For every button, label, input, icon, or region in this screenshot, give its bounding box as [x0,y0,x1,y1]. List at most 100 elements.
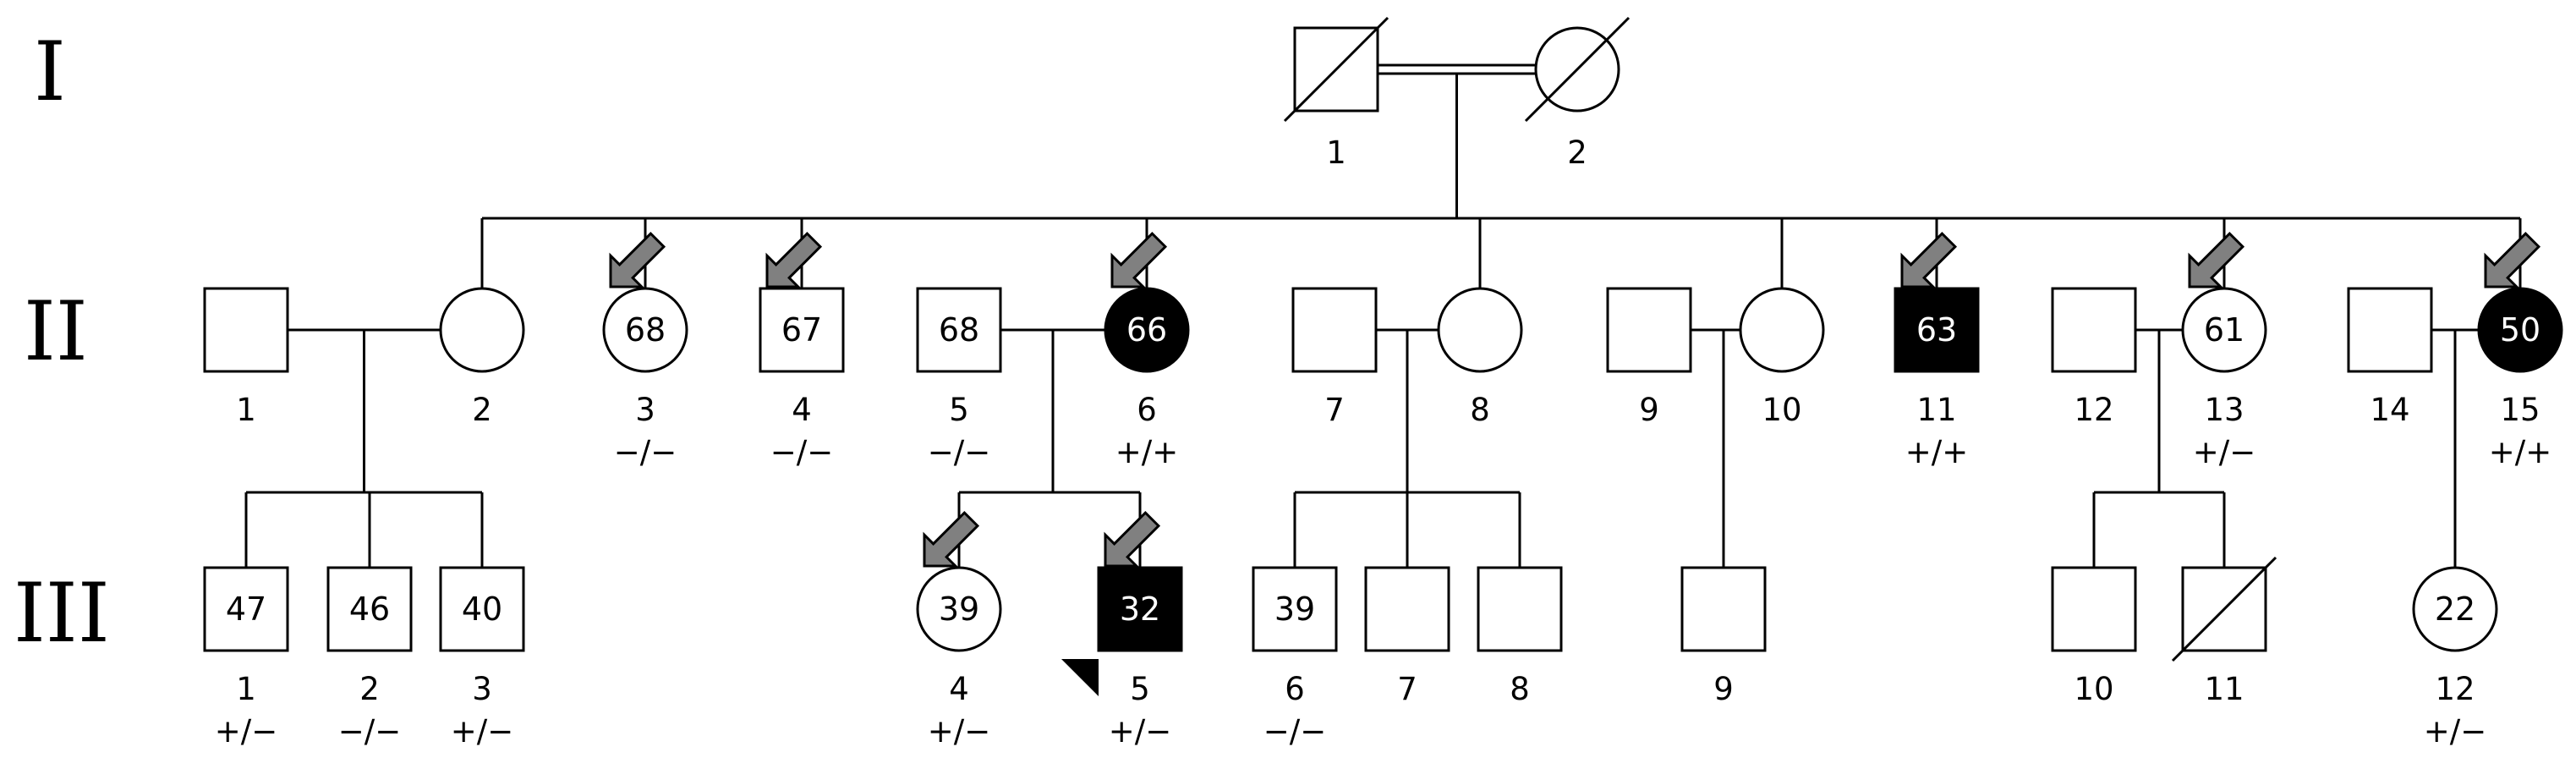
age-label: 61 [2204,311,2244,349]
genotype-label: −/− [928,434,990,470]
age-label: 63 [1916,311,1957,349]
age-label: 46 [349,590,390,628]
age-label: 32 [1120,590,1160,628]
genotype-label: −/− [338,713,401,750]
individual-iii-5: 32 5 +/− [1061,566,1183,750]
age-label: 22 [2435,590,2475,628]
pedigree-lines [244,63,2522,568]
genotype-label: +/− [1109,713,1171,750]
male-symbol [1477,566,1563,652]
individual-number: 8 [1470,392,1490,428]
individual-ii-1: 1 [203,287,289,428]
male-symbol [203,566,289,652]
individual-ii-10: 10 [1739,287,1825,428]
proband-arrow-icon [1110,231,1168,288]
male-symbol [1894,287,1980,373]
individual-number: 1 [236,392,256,428]
individual-iii-6: 396−/− [1252,566,1338,750]
proband-arrow-icon [923,510,980,568]
individual-number: 12 [2435,671,2475,707]
generation-labels: I II III [14,25,110,661]
female-symbol [2477,287,2563,373]
individual-iii-10: 10 [2051,566,2137,707]
deceased-slash [1283,16,1389,123]
genotype-label: +/− [2424,713,2486,750]
individual-ii-6: 666+/+ [1104,287,1190,470]
male-symbol [2347,287,2433,373]
deceased-slash [2171,556,2277,662]
generation-label-iii: III [14,566,110,661]
male-symbol [916,287,1002,373]
proband-arrow-icon [765,231,823,288]
female-symbol [1437,287,1523,373]
genotype-label: +/+ [2489,434,2551,470]
individual-iii-4: 394+/− [916,566,1002,750]
age-label: 47 [226,590,266,628]
individual-number: 3 [472,671,492,707]
individual-number: 12 [2074,392,2113,428]
generation-label-i: I [34,25,66,119]
female-symbol [439,287,525,373]
proband-arrow-icon [1900,231,1958,288]
individual-number: 5 [1130,671,1150,707]
individual-ii-8: 8 [1437,287,1523,428]
genotype-label: −/− [1263,713,1326,750]
individual-number: 8 [1510,671,1530,707]
female-symbol [602,287,688,373]
index-case-marker [1061,659,1099,696]
male-symbol [1097,566,1183,652]
individual-number: 9 [1713,671,1734,707]
individual-number: 9 [1639,392,1659,428]
female-symbol [2412,566,2498,652]
male-symbol [1680,566,1767,652]
individual-ii-4: 674−/− [759,287,845,470]
deceased-slash [1524,16,1631,123]
proband-arrow-icon [1104,510,1161,568]
individual-ii-2: 2 [439,287,525,428]
male-symbol [2051,287,2137,373]
male-symbol [1291,287,1378,373]
individual-number: 4 [792,392,812,428]
individual-number: 7 [1324,392,1345,428]
individual-ii-12: 12 [2051,287,2137,428]
proband-arrow-icon [2484,231,2541,288]
individual-number: 14 [2370,392,2409,428]
male-symbol [1364,566,1450,652]
female-symbol [916,566,1002,652]
genotype-label: +/− [215,713,277,750]
individual-iii-8: 8 [1477,566,1563,707]
individual-iii-1: 47 1 +/− [203,566,289,750]
individual-iii-11: 11 [2171,556,2277,707]
individual-number: 11 [2204,671,2244,707]
proband-arrow-icon [2188,231,2245,288]
individual-i-2: 2 [1524,16,1631,171]
age-label: 50 [2500,311,2540,349]
female-symbol [1739,287,1825,373]
genotype-label: +/− [928,713,990,750]
age-label: 40 [462,590,502,628]
individual-number: 10 [2074,671,2113,707]
individual-ii-9: 9 [1606,287,1692,428]
individual-ii-14: 14 [2347,287,2433,428]
male-symbol [1606,287,1692,373]
female-symbol [2181,287,2267,373]
individual-number: 7 [1397,671,1417,707]
age-label: 68 [939,311,979,349]
male-symbol [2051,566,2137,652]
individual-iii-7: 7 [1364,566,1450,707]
individual-number: 2 [359,671,380,707]
age-label: 39 [1274,590,1315,628]
individual-ii-3: 683−/− [602,287,688,470]
individual-number: 3 [635,392,655,428]
male-symbol [203,287,289,373]
individual-number: 1 [236,671,256,707]
genotype-label: +/+ [1115,434,1178,470]
individual-iii-3: 403+/− [439,566,525,750]
individual-number: 11 [1916,392,1956,428]
individual-number: 5 [949,392,969,428]
individual-iii-2: 46 2 −/− [326,566,413,750]
